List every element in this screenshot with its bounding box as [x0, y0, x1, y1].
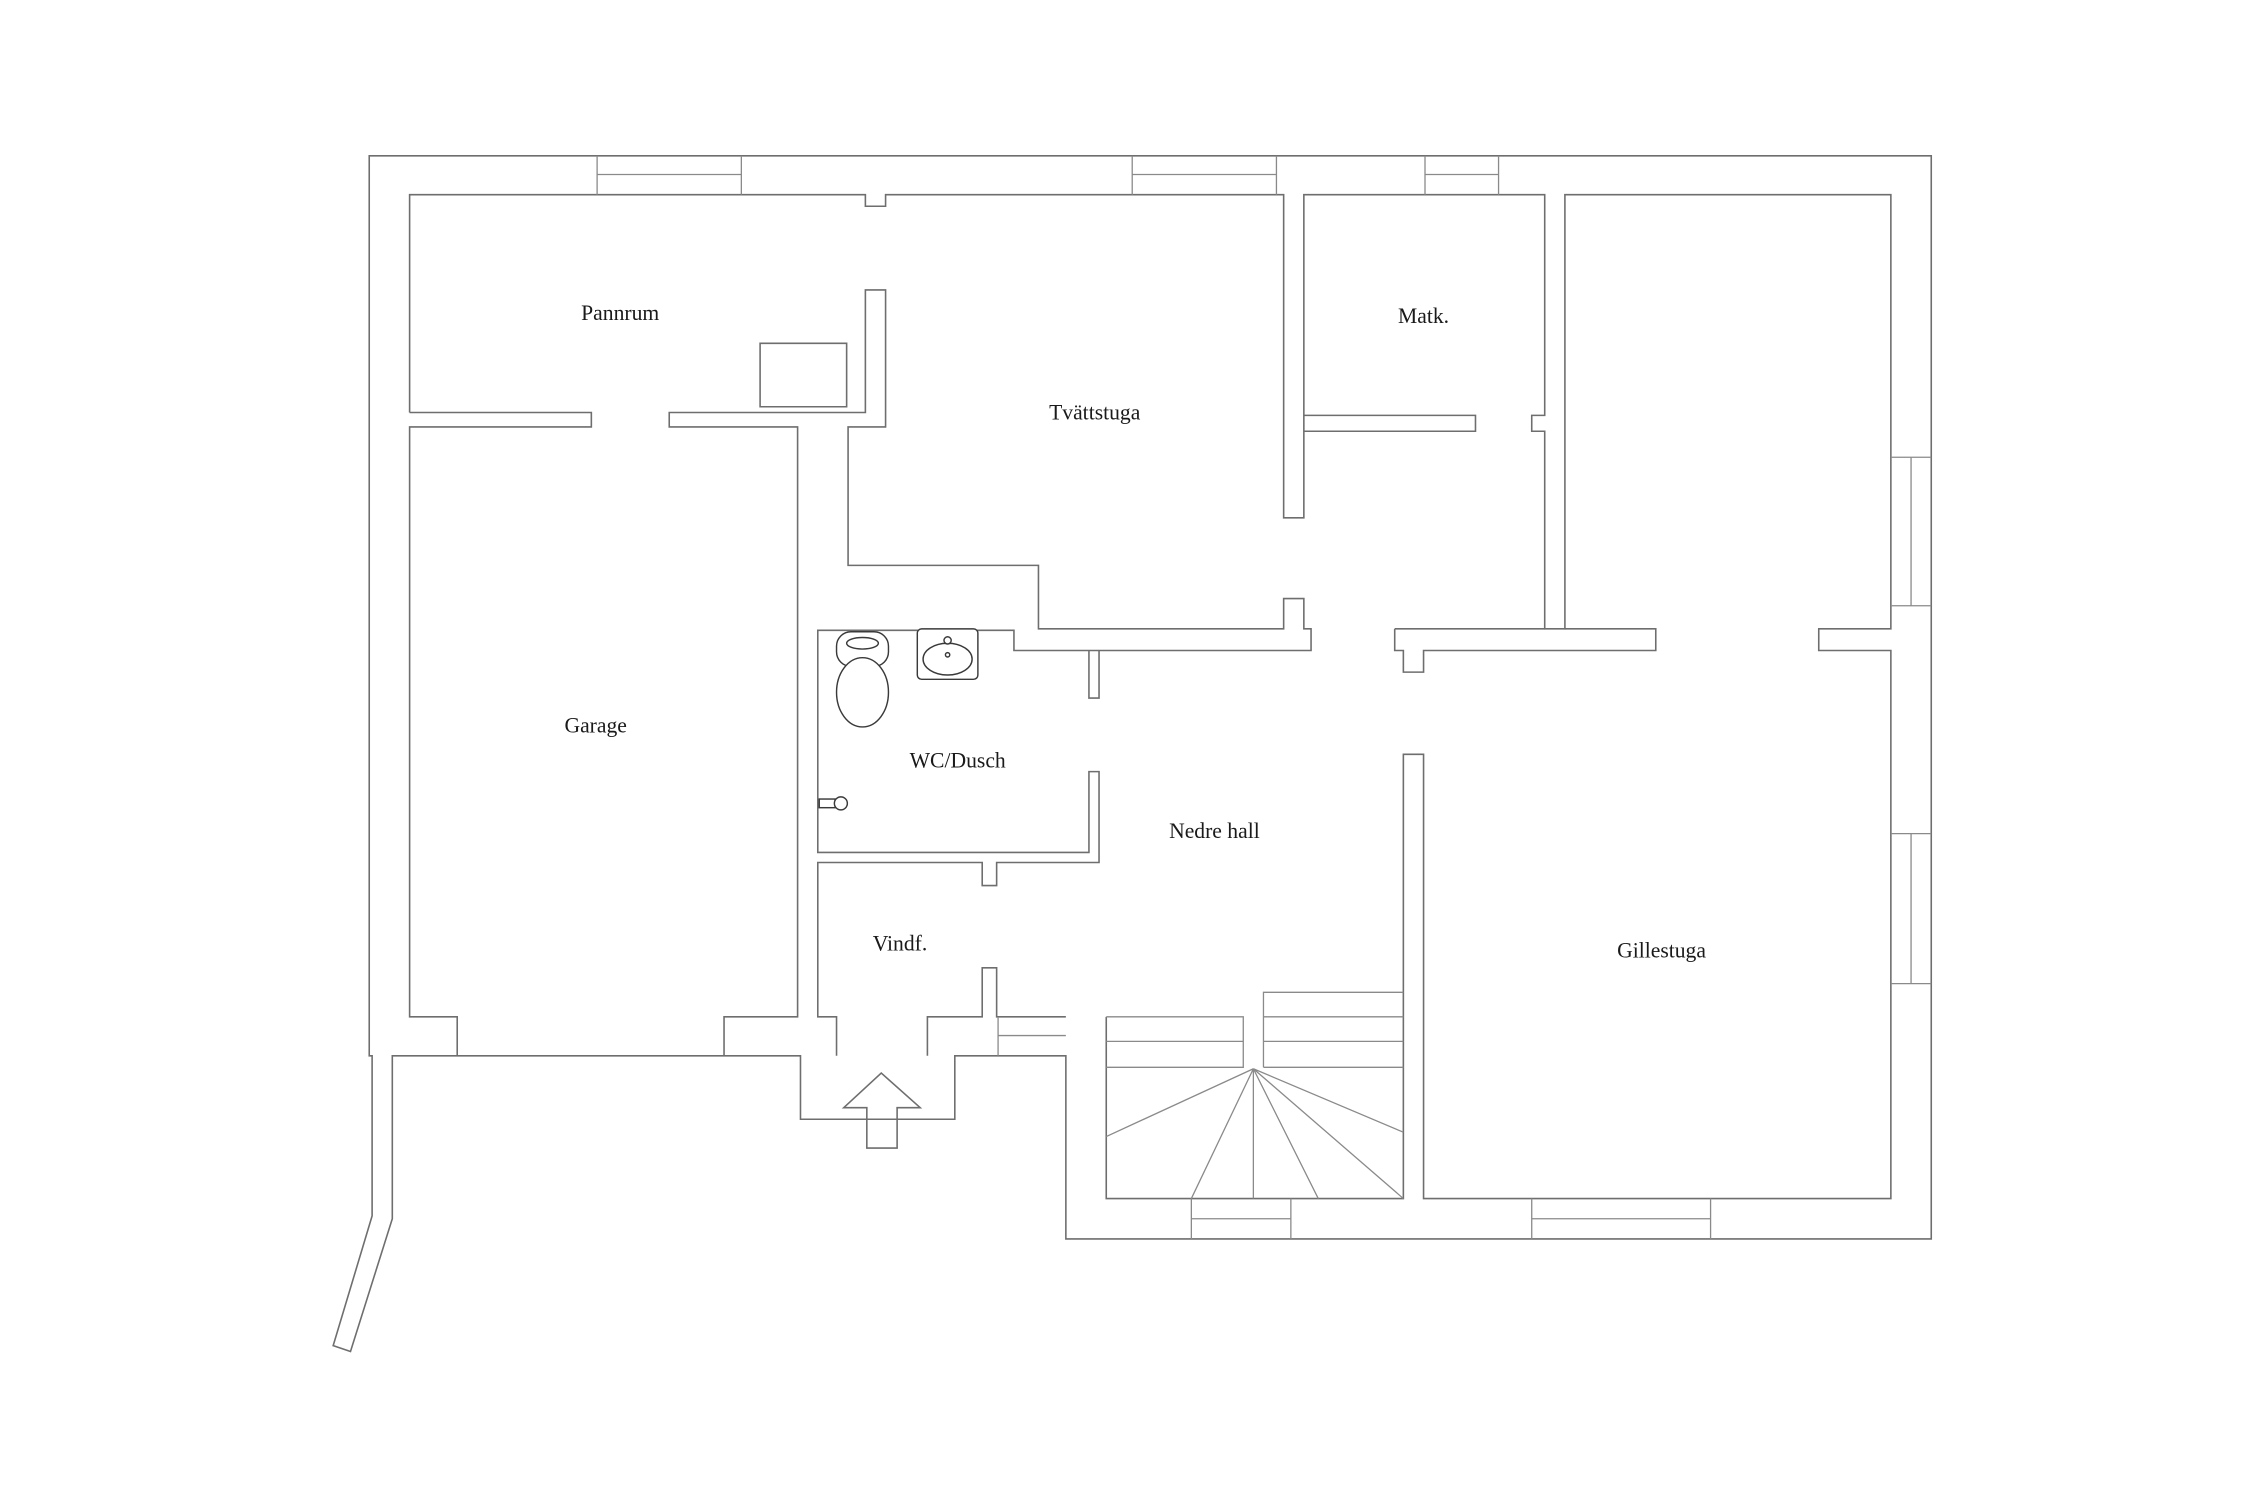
- windows: [596, 155, 1932, 1239]
- room-labels: Pannrum Tvättstuga Matk. Garage WC/Dusch…: [564, 301, 1706, 963]
- room-label-vindf: Vindf.: [873, 931, 928, 955]
- window-right-1: [1890, 456, 1932, 607]
- hall-stub-wall: [1088, 650, 1100, 699]
- staircase: [1105, 991, 1404, 1200]
- vindf-right-wall: [926, 966, 1066, 1056]
- room-label-matk: Matk.: [1398, 304, 1449, 328]
- hall-right-wall: [1393, 628, 1657, 673]
- sink-icon: [916, 628, 979, 681]
- room-label-wc-dusch: WC/Dusch: [910, 748, 1006, 772]
- shower-icon: [818, 796, 849, 811]
- stair-steps-upper-left: [1106, 1016, 1244, 1068]
- garage-right-wall: [668, 289, 1312, 1056]
- boiler-box: [759, 342, 848, 408]
- entrance-arrow-icon: [841, 1072, 923, 1149]
- window-top-1: [596, 155, 742, 195]
- room-label-garage: Garage: [564, 714, 626, 738]
- window-right-2: [1890, 833, 1932, 985]
- inner-walls: [408, 193, 1892, 1200]
- inner-wall-top-run: [408, 193, 1892, 1200]
- room-label-tvattstuga: Tvättstuga: [1049, 401, 1141, 425]
- outer-walls: [332, 154, 1933, 1353]
- window-top-2: [1131, 155, 1278, 195]
- room-label-nedre-hall: Nedre hall: [1169, 819, 1260, 843]
- window-bottom-2: [1531, 1198, 1712, 1239]
- room-label-pannrum: Pannrum: [581, 301, 659, 325]
- window-hall: [997, 1016, 1066, 1056]
- room-label-gillestuga: Gillestuga: [1617, 939, 1706, 963]
- toilet-icon: [835, 631, 890, 728]
- outer-wall-boundary: [332, 154, 1933, 1353]
- matk-bottom-wall: [1303, 414, 1477, 433]
- stair-steps-upper-right: [1262, 991, 1404, 1068]
- pannrum-bottom-wall-left: [408, 411, 593, 1056]
- stair-winders: [1105, 1068, 1404, 1200]
- window-top-3: [1424, 155, 1500, 195]
- window-bottom-1: [1190, 1198, 1292, 1239]
